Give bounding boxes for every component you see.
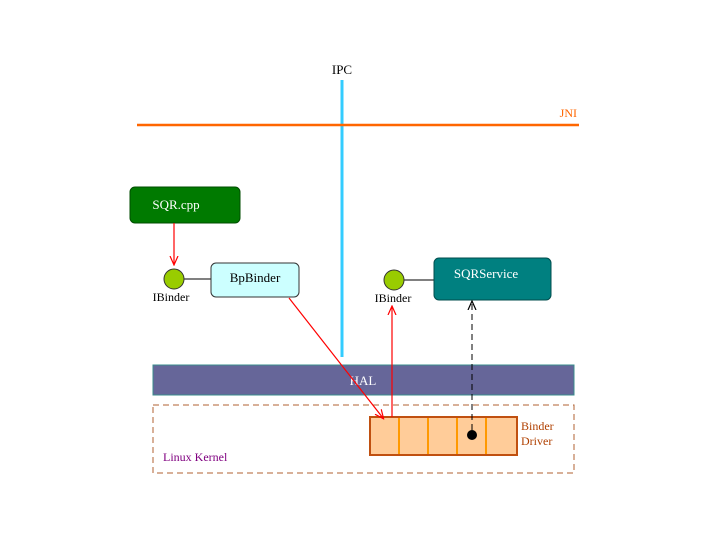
ibinder-right-label: IBinder	[375, 291, 412, 305]
binder-driver-label-line1: Binder	[521, 419, 554, 433]
sqrservice-box: SQRService	[433, 257, 552, 301]
ibinder-left-icon	[163, 268, 185, 290]
binder-driver-label-line2: Driver	[521, 434, 552, 448]
bpbinder-label: BpBinder	[230, 270, 281, 285]
ipc-label: IPC	[332, 62, 352, 77]
hal-bar: HAL	[152, 364, 575, 396]
sqr-cpp-box: SQR.cpp	[129, 186, 241, 224]
sqr-cpp-label: SQR.cpp	[152, 197, 199, 212]
jni-label: JNI	[560, 106, 577, 120]
bpbinder-box: BpBinder	[210, 262, 300, 298]
sqrservice-label: SQRService	[454, 266, 519, 281]
driver-thread-dot	[467, 430, 477, 440]
linux-kernel-label: Linux Kernel	[163, 450, 228, 464]
arrow-bpbinder-to-driver	[288, 297, 383, 418]
ibinder-left-label: IBinder	[153, 290, 190, 304]
ibinder-right-icon	[383, 269, 405, 291]
linux-kernel-container	[152, 404, 575, 474]
binder-driver	[369, 416, 518, 456]
